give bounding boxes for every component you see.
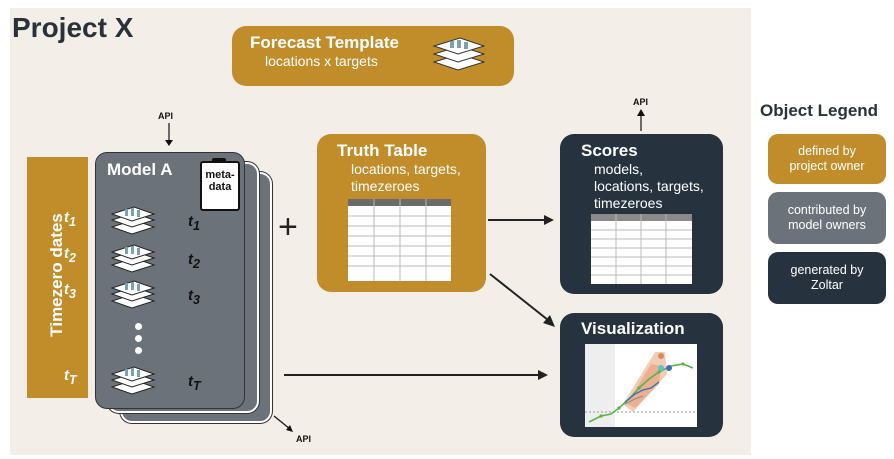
timezero-t1: t1 — [64, 209, 76, 229]
legend-line: contributed by — [787, 203, 867, 217]
truth-table-line2: timezeroes — [351, 178, 420, 194]
ellipsis-dot — [135, 335, 142, 342]
legend-line: defined by — [798, 144, 856, 158]
legend-line: model owners — [788, 218, 866, 232]
scores-line2: locations, targets, — [594, 178, 704, 194]
arrow-down-icon — [165, 123, 173, 146]
metadata-line2: data — [208, 181, 232, 193]
model-t3: t3 — [188, 287, 200, 307]
model-card: Model A meta- data t1 t2 t3 tT — [95, 152, 245, 409]
timezero-tT: tT — [64, 367, 77, 387]
arrow-up-icon — [637, 109, 645, 131]
scores-line3: timezeroes — [594, 195, 663, 211]
arrow-right-icon — [488, 215, 554, 225]
visualization-title: Visualization — [581, 319, 685, 338]
model-t1: t1 — [188, 213, 200, 233]
timezero-bar: Timezero dates t1 t2 t3 tT — [27, 157, 88, 398]
legend-line: Zoltar — [811, 278, 843, 292]
scores-title: Scores — [581, 141, 638, 160]
plus-sign: + — [278, 208, 298, 246]
forecast-stack-icon — [110, 206, 156, 235]
forecast-template-subtitle: locations x targets — [265, 53, 378, 69]
forecast-template-title: Forecast Template — [250, 33, 399, 52]
model-title: Model A — [107, 160, 173, 179]
forecast-plot-icon — [585, 344, 697, 427]
metadata-clipboard-icon: meta- data — [200, 158, 240, 211]
table-icon — [591, 214, 692, 284]
visualization-box: Visualization — [560, 313, 723, 437]
scores-box: Scores models, locations, targets, timez… — [560, 134, 723, 294]
legend-line: project owner — [789, 159, 865, 173]
forecast-stack-icon — [110, 280, 156, 309]
timezero-t2: t2 — [64, 245, 76, 265]
table-icon — [348, 199, 451, 281]
arrow-right-icon — [284, 370, 548, 380]
truth-table-title: Truth Table — [337, 141, 428, 160]
api-label-model-bottom: API — [296, 434, 312, 444]
scores-line1: models, — [594, 161, 644, 177]
timezero-t3: t3 — [64, 281, 76, 301]
ellipsis-dot — [135, 347, 142, 354]
legend-line: generated by — [790, 263, 864, 277]
model-t2: t2 — [188, 251, 200, 271]
metadata-line1: meta- — [205, 169, 235, 181]
forecast-stack-icon — [432, 37, 486, 71]
timezero-label: Timezero dates — [47, 213, 66, 337]
forecast-template-box: Forecast Template locations x targets — [232, 26, 514, 86]
forecast-stack-icon — [110, 244, 156, 273]
api-label-model-top: API — [158, 111, 174, 121]
project-title: Project X — [12, 12, 134, 43]
truth-table-line1: locations, targets, — [351, 161, 461, 177]
arrow-diagonal-icon — [273, 415, 293, 432]
forecast-stack-icon — [110, 366, 156, 395]
ellipsis-dot — [135, 323, 142, 330]
api-label-scores: API — [633, 97, 649, 107]
truth-table-box: Truth Table locations, targets, timezero… — [317, 134, 486, 292]
legend-title: Object Legend — [760, 101, 879, 120]
arrow-diagonal-icon — [489, 273, 555, 327]
model-tT: tT — [188, 373, 201, 393]
